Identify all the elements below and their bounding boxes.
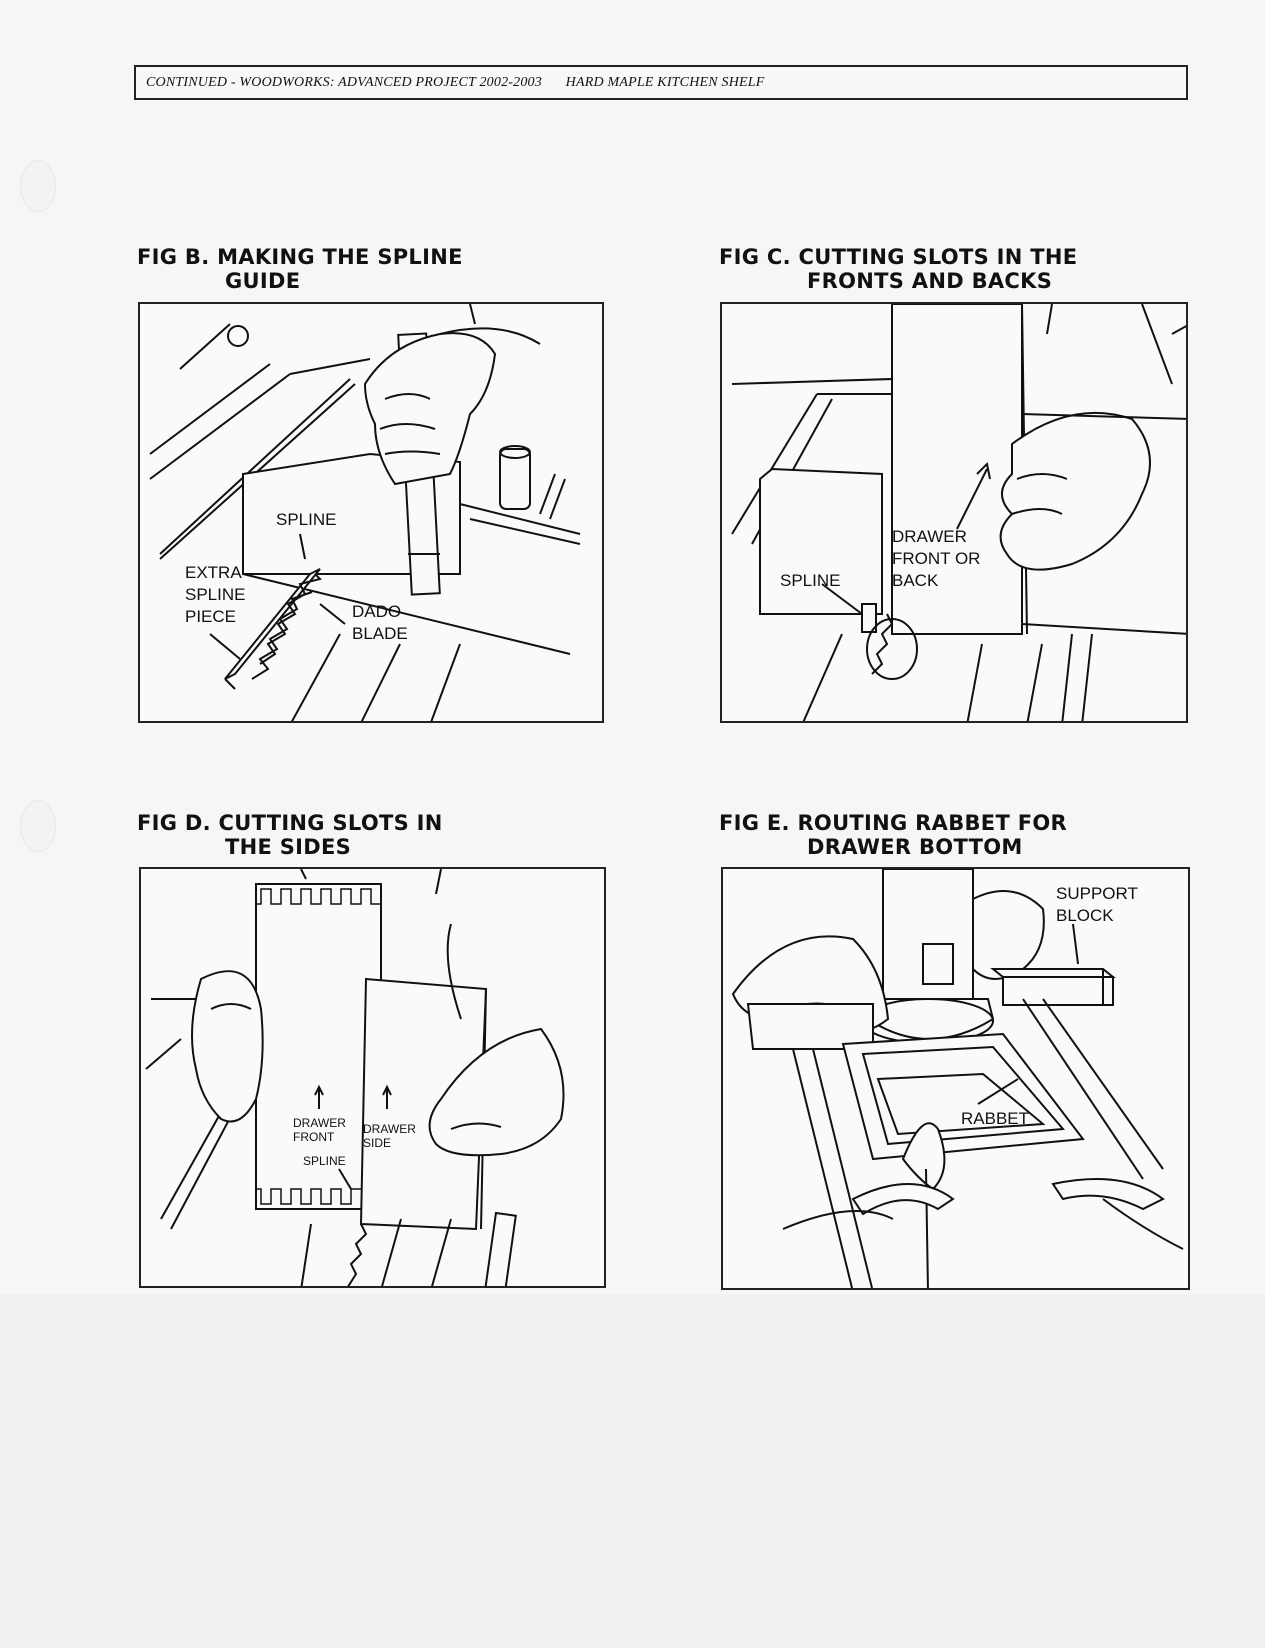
fig-b-label-spline: SPLINE	[276, 509, 336, 530]
fig-b-title-line2: GUIDE	[137, 269, 463, 293]
fig-c-illustration: DRAWER FRONT OR BACK SPLINE	[720, 302, 1188, 723]
fig-b-illustration: SPLINE EXTRA SPLINE PIECE DADO BLADE	[138, 302, 604, 723]
header-text: CONTINUED - WOODWORKS: ADVANCED PROJECT …	[146, 75, 785, 91]
fig-c-drawing	[722, 304, 1188, 723]
fig-e-title-line1: FIG E. ROUTING RABBET FOR	[719, 811, 1067, 835]
fig-e-label-block: BLOCK	[1056, 905, 1114, 926]
fig-e-drawing	[723, 869, 1190, 1290]
fig-c-label-drawer: DRAWER	[892, 526, 967, 547]
fig-d-label-front: FRONT	[293, 1130, 334, 1144]
fig-d-drawing	[141, 869, 606, 1288]
fig-e-title-line2: DRAWER BOTTOM	[719, 835, 1067, 859]
fig-b-label-spline-2: SPLINE	[185, 584, 245, 605]
fig-d-label-spline: SPLINE	[303, 1154, 346, 1168]
fig-d-label-side: SIDE	[363, 1136, 391, 1150]
fig-e-illustration: SUPPORT BLOCK RABBET	[721, 867, 1190, 1290]
page-header: CONTINUED - WOODWORKS: ADVANCED PROJECT …	[134, 65, 1188, 100]
fig-d-title: FIG D. CUTTING SLOTS IN THE SIDES	[137, 811, 443, 859]
fig-e-label-support: SUPPORT	[1056, 883, 1138, 904]
fig-d-title-line2: THE SIDES	[137, 835, 443, 859]
fig-b-title-line1: FIG B. MAKING THE SPLINE	[137, 245, 463, 269]
binder-hole	[20, 800, 56, 852]
fig-c-title: FIG C. CUTTING SLOTS IN THE FRONTS AND B…	[719, 245, 1077, 293]
fig-b-label-blade: BLADE	[352, 623, 408, 644]
header-project: HARD MAPLE KITCHEN SHELF	[566, 75, 765, 90]
fig-d-label-drawer-side: DRAWER	[363, 1122, 416, 1136]
binder-hole	[20, 160, 56, 212]
fig-d-label-drawer: DRAWER	[293, 1116, 346, 1130]
fig-c-label-spline: SPLINE	[780, 570, 840, 591]
fig-c-label-front-or: FRONT OR	[892, 548, 980, 569]
header-series: CONTINUED - WOODWORKS: ADVANCED PROJECT …	[146, 75, 542, 90]
lower-page-band	[0, 1295, 1265, 1648]
fig-e-title: FIG E. ROUTING RABBET FOR DRAWER BOTTOM	[719, 811, 1067, 859]
fig-d-title-line1: FIG D. CUTTING SLOTS IN	[137, 811, 443, 835]
fig-b-title: FIG B. MAKING THE SPLINE GUIDE	[137, 245, 463, 293]
fig-b-label-extra: EXTRA	[185, 562, 242, 583]
fig-b-drawing	[140, 304, 604, 723]
fig-d-illustration: DRAWER FRONT DRAWER SIDE SPLINE	[139, 867, 606, 1288]
fig-c-title-line1: FIG C. CUTTING SLOTS IN THE	[719, 245, 1077, 269]
fig-c-title-line2: FRONTS AND BACKS	[719, 269, 1077, 293]
fig-c-label-back: BACK	[892, 570, 938, 591]
fig-b-label-piece: PIECE	[185, 606, 236, 627]
fig-e-label-rabbet: RABBET	[961, 1108, 1029, 1129]
fig-b-label-dado: DADO	[352, 601, 401, 622]
